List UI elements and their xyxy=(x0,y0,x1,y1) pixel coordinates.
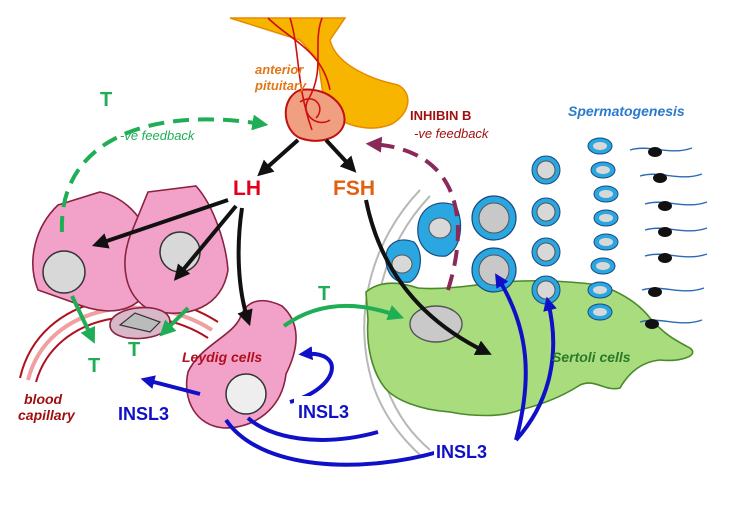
t-label-middle: T xyxy=(318,283,330,305)
insl3-label-left: INSL3 xyxy=(118,404,169,424)
insl3-label-mid: INSL3 xyxy=(298,402,349,422)
lh-action-arrows xyxy=(91,198,253,327)
spermatids-column xyxy=(531,155,561,305)
blood-capillary-label: blood xyxy=(24,391,63,407)
leydig-cells-label: Leydig cells xyxy=(182,349,262,365)
fsh-label: FSH xyxy=(333,177,375,200)
spermatocytes xyxy=(471,195,517,293)
insl3-label-bottom: INSL3 xyxy=(436,442,487,462)
inhibin-feedback-arrow xyxy=(365,136,460,291)
insl3-label-mid-bg xyxy=(294,396,366,424)
t-label-left: T xyxy=(88,355,100,377)
t-label-top: T xyxy=(100,89,112,111)
elongating-spermatids xyxy=(587,137,619,321)
inhibin-label: INHIBIN B xyxy=(410,108,471,123)
pituitary-gland xyxy=(229,17,409,142)
spermatogenesis-label: Spermatogenesis xyxy=(568,103,685,119)
spermatozoa xyxy=(629,147,708,329)
sertoli-nucleus xyxy=(409,305,463,343)
inhibin-feedback-label: -ve feedback xyxy=(414,126,490,141)
lh-label: LH xyxy=(233,177,261,200)
t-feedback-label: -ve feedback xyxy=(120,128,196,143)
lh-fsh-release-arrows xyxy=(257,138,357,177)
spermatogonia xyxy=(385,202,462,283)
anterior-pituitary-label-2: pituitary xyxy=(254,78,307,93)
testosterone-feedback-arrow xyxy=(59,114,269,233)
anterior-pituitary-label: anterior xyxy=(255,62,304,77)
blood-capillary-label-2: capillary xyxy=(18,407,76,423)
insl3-arrows xyxy=(140,273,557,467)
testosterone-arrows xyxy=(70,295,405,344)
leydig-cell-3 xyxy=(185,299,297,429)
fsh-action-arrow xyxy=(364,199,492,356)
t-label-left-2: T xyxy=(128,339,140,361)
insl3-label-bottom-bg xyxy=(434,434,502,464)
sertoli-cells-label: Sertoli cells xyxy=(552,349,631,365)
